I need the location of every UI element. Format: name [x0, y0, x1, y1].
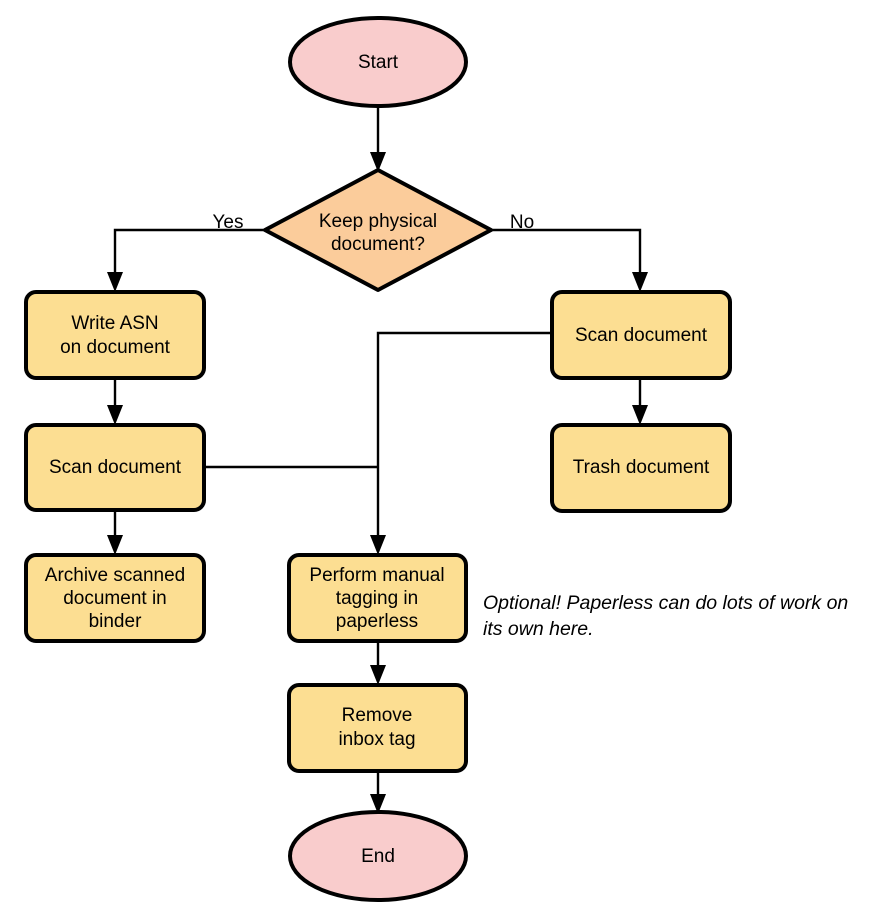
node-decision-label-line2: document?	[331, 234, 425, 255]
arrowhead-icon	[370, 665, 386, 685]
node-trash-document[interactable]: Trash document	[550, 423, 732, 513]
end-ellipse[interactable]	[288, 810, 468, 902]
arrowhead-icon	[107, 272, 123, 292]
decision-diamond[interactable]	[263, 168, 493, 292]
node-archive-label-line3: binder	[89, 611, 142, 632]
edge-remove-inbox-to-end	[370, 771, 386, 814]
node-tagging-label-line2: tagging in	[336, 588, 418, 609]
edge-decision-yes-to-write-asn: Yes	[107, 212, 265, 292]
edge-scan-left-to-archive	[107, 510, 123, 555]
arrowhead-icon	[370, 535, 386, 555]
arrowhead-icon	[632, 405, 648, 425]
optional-note-line2: its own here.	[483, 618, 594, 640]
node-start[interactable]: Start	[288, 16, 468, 108]
arrowhead-icon	[370, 794, 386, 814]
node-end-label: End	[361, 846, 395, 867]
node-scan-document-right[interactable]: Scan document	[550, 290, 732, 380]
arrowhead-icon	[370, 152, 386, 172]
node-decision-keep-physical-document[interactable]: Keep physical document?	[263, 168, 493, 292]
arrowhead-icon	[107, 405, 123, 425]
edge-label-no: No	[510, 212, 534, 233]
edge-start-to-decision	[370, 103, 386, 172]
node-start-label: Start	[358, 52, 399, 73]
edge-scan-right-to-tagging	[370, 331, 552, 555]
arrowhead-icon	[107, 535, 123, 555]
edge-tagging-to-remove-inbox	[370, 641, 386, 685]
start-ellipse[interactable]	[288, 16, 468, 108]
write-asn-box[interactable]	[24, 290, 206, 380]
edge-decision-no-to-scan-right: No	[491, 212, 648, 292]
edge-line	[376, 331, 552, 541]
node-write-asn-label-line2: on document	[60, 337, 171, 358]
optional-note-line1: Optional! Paperless can do lots of work …	[483, 592, 848, 614]
node-end[interactable]: End	[288, 810, 468, 902]
node-scan-document-left-label: Scan document	[49, 457, 182, 478]
node-perform-manual-tagging[interactable]: Perform manual tagging in paperless	[287, 553, 468, 643]
annotation-optional-note: Optional! Paperless can do lots of work …	[483, 592, 848, 640]
node-scan-document-right-label: Scan document	[575, 325, 708, 346]
node-scan-document-left[interactable]: Scan document	[24, 423, 206, 512]
node-remove-inbox-label-line1: Remove	[342, 705, 413, 726]
node-archive-label-line1: Archive scanned	[45, 565, 185, 586]
node-tagging-label-line3: paperless	[336, 611, 418, 632]
node-remove-inbox-tag[interactable]: Remove inbox tag	[287, 683, 468, 773]
node-write-asn-label-line1: Write ASN	[71, 313, 158, 334]
node-archive-label-line2: document in	[63, 588, 167, 609]
scan-document-left-box[interactable]	[24, 423, 206, 512]
edge-write-asn-to-scan-left	[107, 378, 123, 425]
node-tagging-label-line1: Perform manual	[309, 565, 444, 586]
node-archive-scanned-document[interactable]: Archive scanned document in binder	[24, 553, 206, 643]
node-decision-label-line1: Keep physical	[319, 211, 437, 232]
edge-line	[491, 228, 642, 278]
edge-label-yes: Yes	[213, 212, 244, 233]
node-remove-inbox-label-line2: inbox tag	[338, 729, 415, 750]
node-trash-document-label: Trash document	[573, 457, 710, 478]
remove-inbox-tag-box[interactable]	[287, 683, 468, 773]
arrowhead-icon	[632, 272, 648, 292]
edge-scan-right-to-trash	[632, 378, 648, 425]
edge-line	[113, 228, 265, 278]
scan-document-right-box[interactable]	[550, 290, 732, 380]
trash-document-box[interactable]	[550, 423, 732, 513]
tagging-box[interactable]	[287, 553, 468, 643]
archive-box[interactable]	[24, 553, 206, 643]
node-write-asn[interactable]: Write ASN on document	[24, 290, 206, 380]
